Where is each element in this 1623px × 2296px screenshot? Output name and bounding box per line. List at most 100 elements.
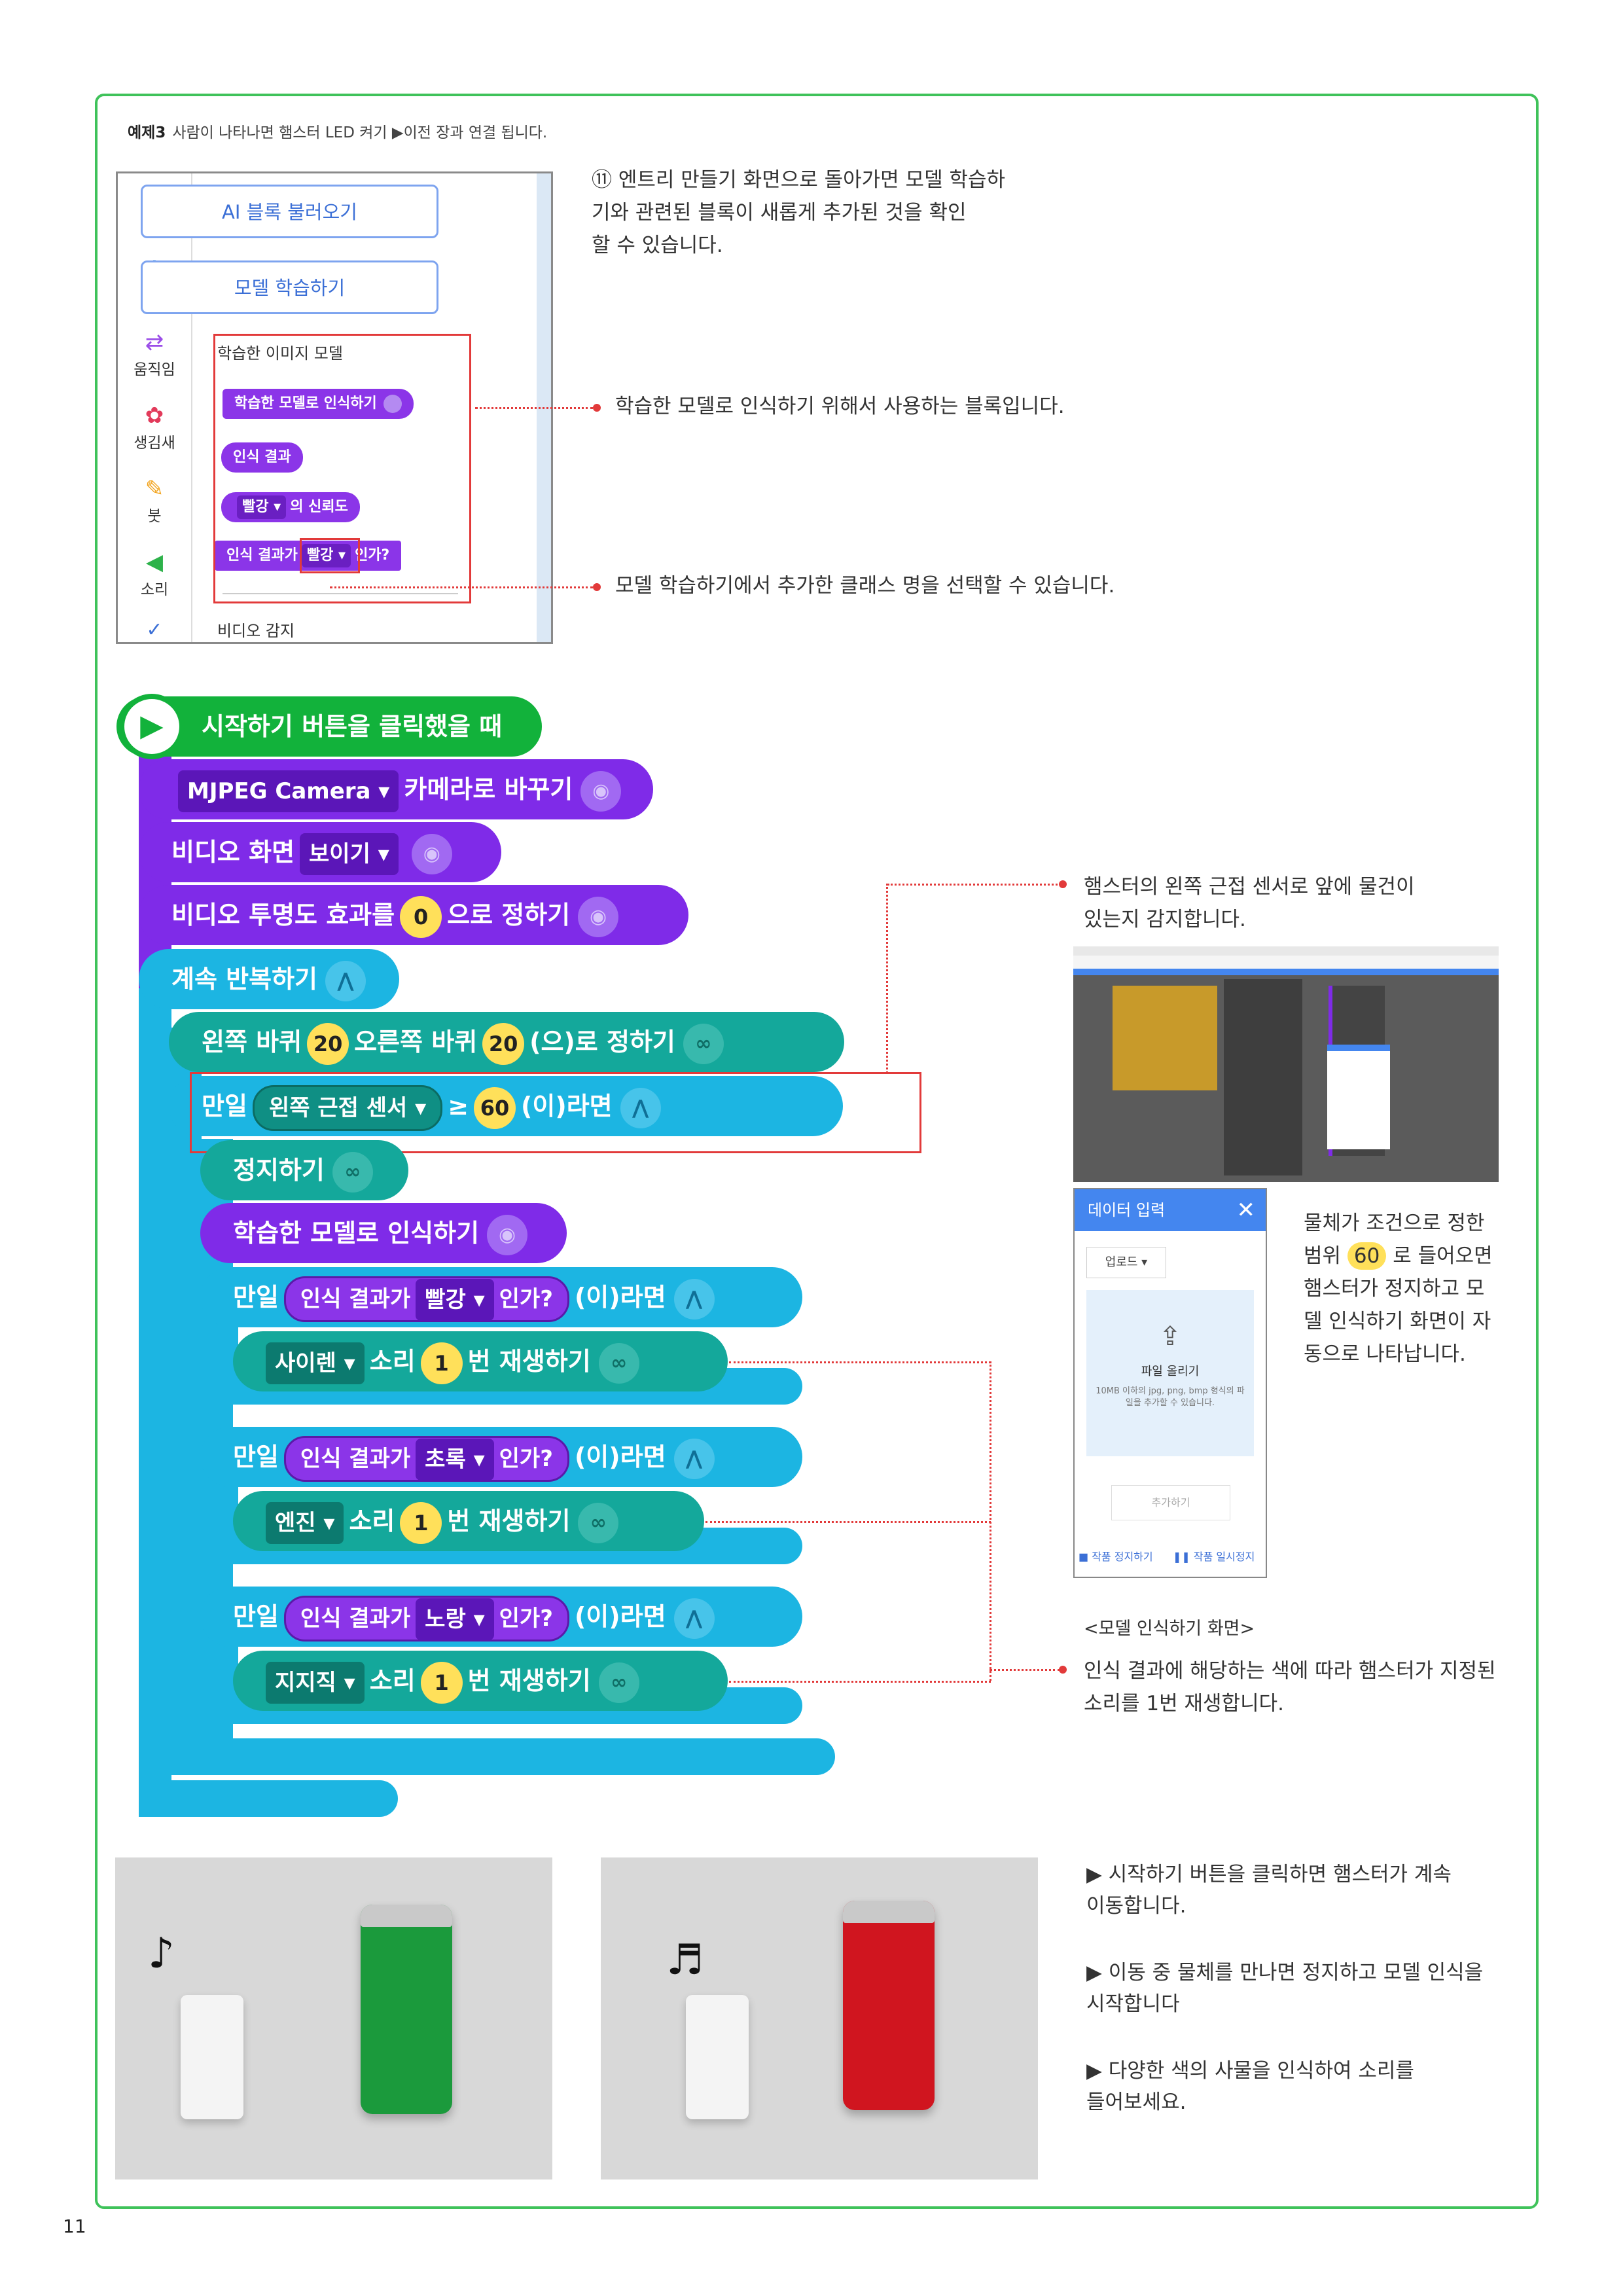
note-recognize-block: 학습한 모델로 인식하기 위해서 사용하는 블록입니다.	[615, 395, 1065, 418]
forever-loop-arm	[139, 973, 171, 1812]
brush-icon: ✎	[145, 476, 164, 502]
dialog-caption: <모델 인식하기 화면>	[1084, 1619, 1255, 1639]
upload-label: 파일 올리기	[1141, 1365, 1200, 1378]
browser-bar	[1073, 946, 1499, 956]
category-sidebar: ⚑시작 ⋀흐름 ⇄움직임 ✿생김새 ✎붓 ◀소리 ✓	[118, 173, 192, 642]
forever-loop-block[interactable]: 계속 반복하기⋀	[139, 949, 399, 1009]
leader-line	[887, 884, 1061, 886]
section-title-video: 비디오 감지	[217, 622, 295, 640]
category-move[interactable]: ⇄움직임	[118, 328, 191, 379]
flow-icon: ⋀	[620, 1087, 661, 1128]
leader-line	[330, 586, 593, 588]
palette-block-confidence[interactable]: 빨강 ▾의 신뢰도	[221, 492, 360, 522]
category-looks[interactable]: ✿생김새	[118, 401, 191, 452]
photo-hamster-sprite: ♪	[115, 1857, 552, 2179]
hamster-icon: ∞	[332, 1151, 373, 1193]
loop-inner-end	[169, 1738, 835, 1775]
stop-run-button[interactable]: ■ 작품 정지하기	[1079, 1551, 1153, 1563]
upload-icon: ⇪	[1159, 1321, 1181, 1352]
music-note-icon: ♪	[148, 1929, 175, 1978]
ai-icon: ◉	[578, 896, 619, 937]
upload-dropzone[interactable]: ⇪ 파일 올리기 10MB 이하의 jpg, png, bmp 형식의 파일을 …	[1086, 1290, 1254, 1456]
hamster-icon: ∞	[598, 1662, 639, 1703]
leader-line	[990, 1669, 1060, 1671]
highlight-model-blocks	[213, 334, 471, 603]
hamster-robot	[181, 1995, 243, 2119]
leader-dot	[593, 404, 601, 412]
entry-screenshot	[1073, 946, 1499, 1182]
bullet-2: ▶ 이동 중 물체를 만나면 정지하고 모델 인식을 시작합니다	[1086, 1961, 1484, 2016]
close-icon[interactable]: ✕	[1236, 1197, 1256, 1223]
can-lid	[361, 1905, 452, 1927]
forever-loop-end	[139, 1780, 398, 1817]
leader-dot	[1059, 1666, 1067, 1674]
stop-block[interactable]: 정지하기∞	[200, 1140, 408, 1200]
palette-block-result[interactable]: 인식 결과	[221, 442, 303, 473]
leader-dot	[593, 583, 601, 591]
camera-stage	[1113, 986, 1217, 1090]
hamster-icon: ∞	[578, 1502, 619, 1543]
when-start-block[interactable]: ▶ 시작하기 버튼을 클릭했을 때	[116, 694, 542, 759]
leader-line	[729, 1681, 991, 1683]
flow-icon: ⋀	[325, 960, 366, 1001]
music-note-icon: ♬	[666, 1936, 704, 1984]
ai-icon	[383, 395, 402, 413]
ai-icon: ◉	[411, 833, 452, 874]
bullet-1: ▶ 시작하기 버튼을 클릭하면 햄스터가 계속 이동합니다.	[1086, 1863, 1452, 1918]
leader-line	[475, 407, 593, 409]
green-can	[361, 1905, 452, 2114]
check-icon: ✓	[146, 619, 163, 641]
load-ai-blocks-button[interactable]: AI 블록 불러오기	[141, 185, 438, 238]
flow-icon: ⋀	[673, 1598, 715, 1639]
category-brush[interactable]: ✎붓	[118, 475, 191, 526]
train-model-button[interactable]: 모델 학습하기	[141, 260, 438, 314]
move-icon: ⇄	[145, 329, 164, 355]
pause-run-button[interactable]: ❚❚ 작품 일시정지	[1173, 1551, 1255, 1563]
leader-dot	[1059, 880, 1067, 888]
recognize-block[interactable]: 학습한 모델로 인식하기◉	[200, 1203, 567, 1263]
flow-icon: ⋀	[673, 1278, 715, 1319]
highlight-sensor-condition	[190, 1072, 921, 1153]
can-lid	[843, 1901, 935, 1923]
hamster-icon: ∞	[598, 1342, 639, 1384]
add-button[interactable]: 추가하기	[1111, 1485, 1230, 1520]
upload-hint: 10MB 이하의 jpg, png, bmp 형식의 파일을 추가할 수 있습니…	[1096, 1386, 1245, 1408]
upload-select[interactable]: 업로드 ▾	[1086, 1247, 1166, 1278]
palette-block-recognize[interactable]: 학습한 모델로 인식하기	[223, 389, 414, 419]
ai-icon: ◉	[580, 770, 622, 812]
entry-toolbar	[1073, 969, 1499, 975]
red-can	[843, 1901, 935, 2110]
page-number: 11	[63, 2215, 86, 2237]
note-sound: 인식 결과에 해당하는 색에 따라 햄스터가 지정된 소리를 1번 재생합니다.	[1084, 1659, 1496, 1715]
leader-line	[990, 1361, 991, 1681]
note-sensor: 햄스터의 왼쪽 근접 센서로 앞에 물건이 있는지 감지합니다.	[1084, 875, 1415, 931]
play-icon: ▶	[119, 694, 185, 759]
palette-divider	[223, 593, 458, 594]
highlight-class-dropdown	[300, 538, 360, 573]
camera-block[interactable]: MJPEG Camera ▾카메라로 바꾸기◉	[139, 759, 653, 819]
bullet-3: ▶ 다양한 색의 사물을 인식하여 소리를 들어보세요.	[1086, 2059, 1414, 2114]
hamster-robot	[686, 1995, 749, 2119]
dialog-header: 데이터 입력✕	[1075, 1189, 1266, 1231]
sound-icon: ◀	[145, 549, 164, 575]
hamster-icon: ∞	[683, 1023, 724, 1064]
leader-line	[886, 884, 888, 1073]
ai-icon: ◉	[487, 1214, 528, 1255]
mini-dialog	[1327, 1045, 1390, 1149]
category-sound[interactable]: ◀소리	[118, 548, 191, 599]
looks-icon: ✿	[145, 403, 164, 429]
data-input-dialog: 데이터 입력✕ 업로드 ▾ ⇪ 파일 올리기 10MB 이하의 jpg, png…	[1073, 1188, 1267, 1578]
address-bar	[1073, 956, 1499, 969]
